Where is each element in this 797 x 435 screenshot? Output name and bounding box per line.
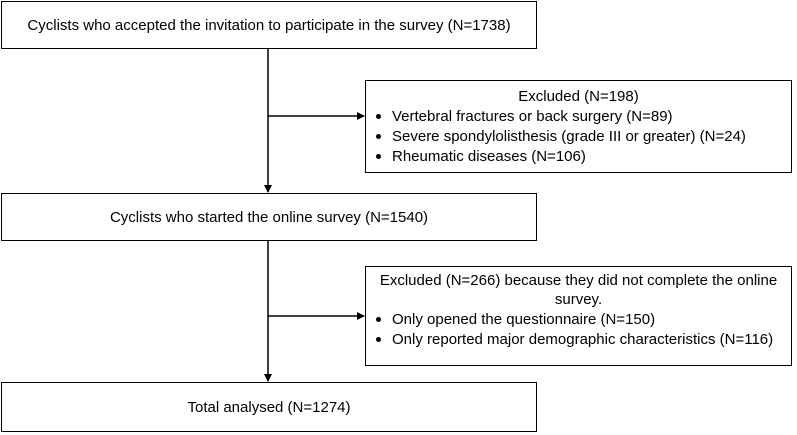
exclusion-2-heading: Excluded (N=266) because they did not co…	[379, 272, 778, 308]
box-started-survey: Cyclists who started the online survey (…	[1, 193, 537, 241]
box-total-analysed: Total analysed (N=1274)	[1, 382, 537, 432]
exclusion-2-item: Only reported major demographic characte…	[374, 330, 783, 349]
exclusion-2-item: Only opened the questionnaire (N=150)	[374, 310, 783, 329]
box-exclusion-2: Excluded (N=266) because they did not co…	[365, 266, 792, 366]
box-total-analysed-text: Total analysed (N=1274)	[187, 398, 351, 416]
exclusion-1-list: Vertebral fractures or back surgery (N=8…	[374, 107, 783, 166]
box-started-survey-text: Cyclists who started the online survey (…	[109, 208, 429, 226]
exclusion-1-heading: Excluded (N=198)	[518, 88, 639, 105]
exclusion-1-item: Severe spondylolisthesis (grade III or g…	[374, 127, 783, 146]
box-accepted-invitation: Cyclists who accepted the invitation to …	[1, 1, 537, 49]
exclusion-2-list: Only opened the questionnaire (N=150) On…	[374, 310, 783, 349]
exclusion-1-item: Rheumatic diseases (N=106)	[374, 147, 783, 166]
exclusion-1-item: Vertebral fractures or back surgery (N=8…	[374, 107, 783, 126]
box-accepted-invitation-text: Cyclists who accepted the invitation to …	[27, 16, 511, 34]
box-exclusion-1: Excluded (N=198) Vertebral fractures or …	[365, 80, 792, 173]
